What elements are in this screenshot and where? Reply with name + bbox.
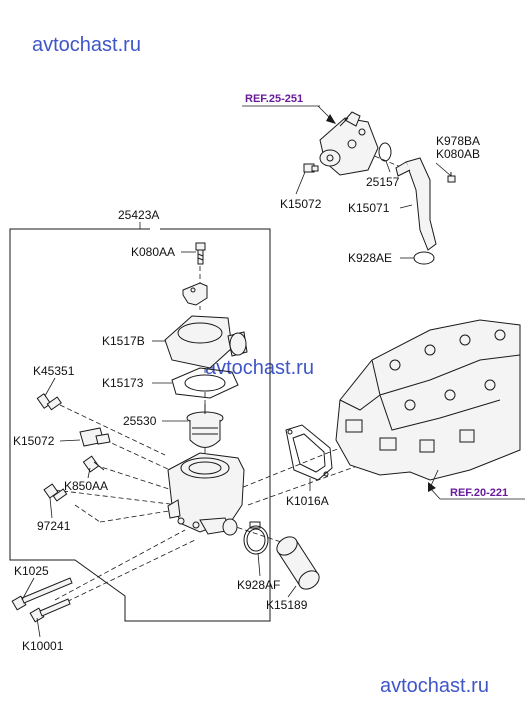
short-bolt-icon: [29, 598, 71, 623]
bolt-top-icon: [195, 242, 206, 265]
label-pipe-clamp[interactable]: K928AE: [348, 251, 392, 265]
thermostat-housing-icon: [167, 452, 245, 536]
label-housing-cover[interactable]: K1517B: [102, 334, 145, 348]
bracket-icon: [182, 282, 208, 306]
fitting-left-icon: [79, 427, 111, 447]
housing-cover-icon: [164, 315, 248, 369]
thermostat-icon: [186, 404, 224, 448]
switch-icon: [43, 483, 68, 502]
sensor-icon: [36, 393, 62, 411]
ref-20-221-arrow: [428, 482, 436, 492]
assembly-bracket: [9, 228, 271, 622]
oring-icon: [378, 142, 392, 162]
pump-fitting-icon: [303, 163, 319, 173]
label-clamp[interactable]: K928AF: [237, 578, 280, 592]
watermark-middle[interactable]: avtochast.ru: [205, 357, 314, 379]
label-gasket-head[interactable]: K1016A: [286, 494, 329, 508]
label-bolt-long[interactable]: K1025: [14, 564, 49, 578]
water-pump-icon: [319, 111, 379, 176]
head-gasket-icon: [285, 424, 333, 481]
label-assembly[interactable]: 25423A: [118, 208, 159, 222]
label-plug[interactable]: K850AA: [64, 479, 108, 493]
label-switch[interactable]: 97241: [37, 519, 71, 533]
label-thermostat[interactable]: 25530: [123, 414, 157, 428]
label-bolt-short[interactable]: K10001: [22, 639, 64, 653]
label-pump-clip-bolt-1[interactable]: K978BA: [436, 134, 480, 148]
label-leaders: [21, 160, 452, 638]
label-pump-fitting[interactable]: K15072: [280, 197, 322, 211]
label-oring[interactable]: 25157: [366, 175, 400, 189]
ref-25-251[interactable]: REF.25-251: [245, 93, 303, 105]
cylinder-head-icon: [335, 319, 521, 481]
hose-short-icon: [276, 536, 320, 590]
pipe-icon: [395, 157, 437, 251]
label-pipe[interactable]: K15071: [348, 201, 390, 215]
ref-25-251-arrow: [326, 114, 336, 124]
label-bolt-top[interactable]: K080AA: [131, 245, 175, 259]
label-fitting[interactable]: K15072: [13, 434, 55, 448]
watermark-bottom[interactable]: avtochast.ru: [380, 675, 489, 697]
watermark-top[interactable]: avtochast.ru: [32, 34, 141, 56]
label-pump-clip-bolt-2[interactable]: K080AB: [436, 147, 480, 161]
cover-gasket-icon: [171, 367, 239, 399]
pipe-clamp-icon: [413, 251, 435, 265]
clip-bolt-icon: [447, 172, 456, 183]
clamp-icon: [243, 521, 269, 555]
label-sensor[interactable]: K45351: [33, 364, 75, 378]
label-hose-short[interactable]: K15189: [266, 598, 308, 612]
label-cover-gasket[interactable]: K15173: [102, 376, 144, 390]
plug-icon: [82, 455, 105, 473]
ref-20-221[interactable]: REF.20-221: [450, 487, 508, 499]
